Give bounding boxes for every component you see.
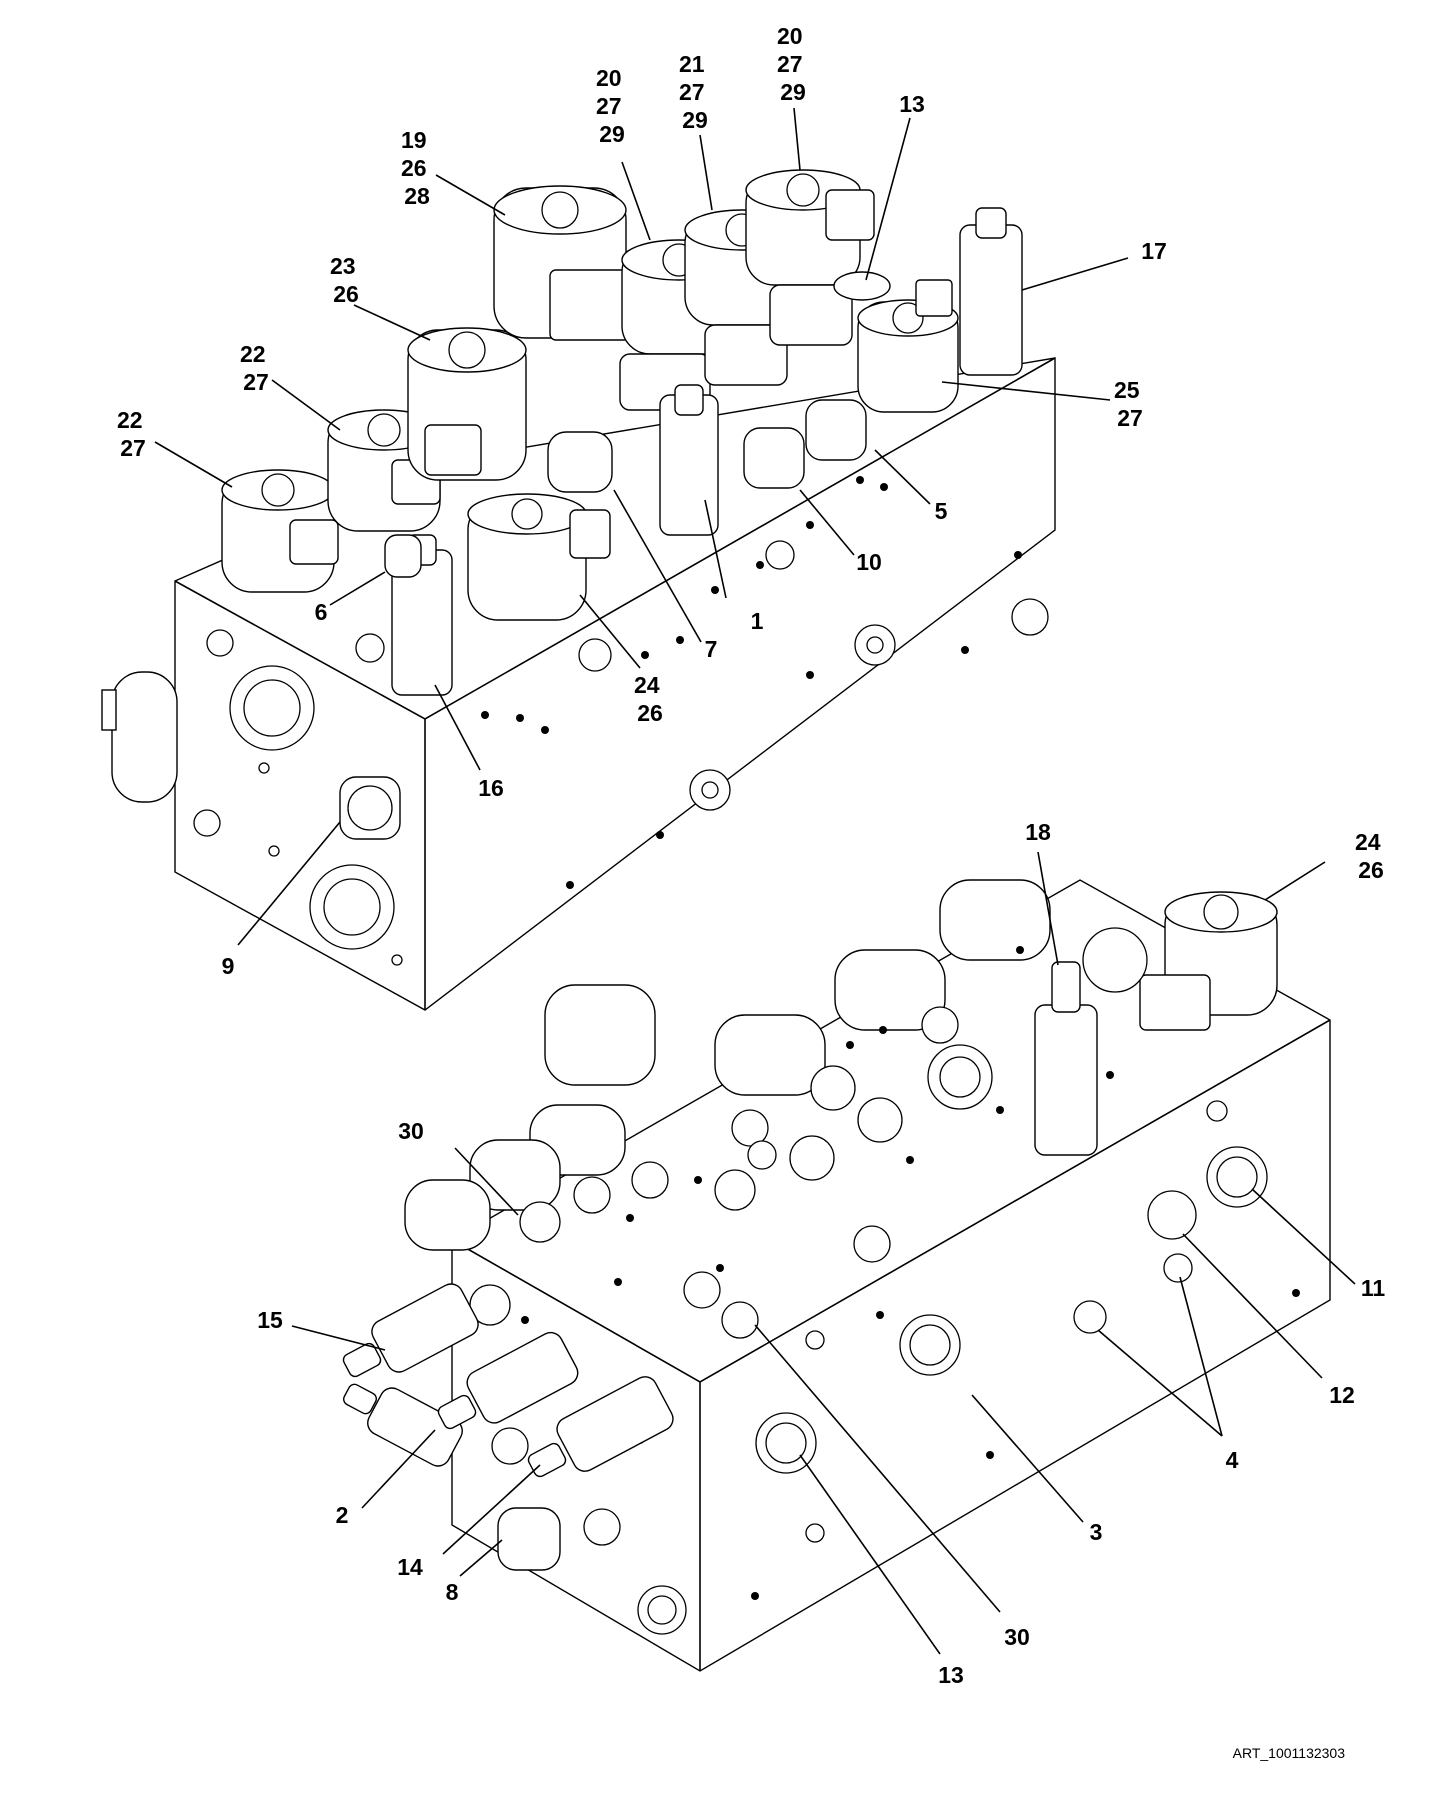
solenoid-coil-20-b [745, 169, 875, 346]
art-reference-id: ART_1001132303 [1233, 1745, 1346, 1761]
solenoid-coil-24-upper [467, 493, 611, 621]
callout-5: 5 [935, 498, 948, 524]
callout-20-27-29-a: 20 27 29 [596, 65, 628, 147]
cartridge-2 [343, 1383, 463, 1467]
cartridge-18 [1034, 961, 1098, 1156]
callout-8: 8 [446, 1579, 459, 1605]
callout-11: 11 [1361, 1275, 1386, 1301]
callout-19-26-28: 19 26 28 [401, 127, 433, 209]
callout-13-lower: 13 [938, 1662, 964, 1688]
callout-21-27-29: 21 27 29 [679, 51, 711, 133]
cartridge-14 [527, 1376, 674, 1478]
callout-9: 9 [222, 953, 235, 979]
cartridge-15 [342, 1283, 479, 1378]
leader-lines [154, 107, 1356, 1655]
cartridge-lower-mid [437, 1331, 579, 1430]
callout-17: 17 [1141, 238, 1167, 264]
solenoid-coil-24-lower [1139, 891, 1278, 1031]
upper-manifold-assembly [101, 169, 1056, 1011]
callout-22-27-a: 22 27 [117, 407, 149, 461]
callout-24-26-lower: 24 26 [1355, 829, 1387, 883]
callout-25-27: 25 27 [1114, 377, 1146, 431]
callout-20-27-29-b: 20 27 29 [777, 23, 809, 105]
callout-13-upper: 13 [899, 91, 925, 117]
callout-6: 6 [315, 599, 328, 625]
solenoid-coil-25 [857, 279, 959, 413]
callout-16: 16 [478, 775, 504, 801]
lower-manifold-assembly [342, 879, 1331, 1672]
callout-12: 12 [1329, 1382, 1355, 1408]
callout-2: 2 [336, 1502, 349, 1528]
callout-15: 15 [257, 1307, 283, 1333]
solenoid-coil-19 [493, 185, 631, 341]
solenoid-coil-22-left [221, 469, 339, 593]
callout-18: 18 [1025, 819, 1051, 845]
callout-22-27-b: 22 27 [240, 341, 272, 395]
callout-30-lower: 30 [1004, 1624, 1030, 1650]
callout-10: 10 [856, 549, 882, 575]
solenoid-coil-23 [407, 327, 527, 481]
callout-24-26-upper: 24 26 [634, 672, 666, 726]
cartridge-1 [659, 384, 719, 536]
callout-4: 4 [1226, 1447, 1239, 1473]
callout-labels: 1 2 3 4 5 6 7 8 9 10 11 12 13 13 14 15 1… [117, 23, 1387, 1688]
cartridge-17 [959, 207, 1023, 376]
callout-3: 3 [1090, 1519, 1103, 1545]
callout-14: 14 [397, 1554, 423, 1580]
callout-30-upper: 30 [398, 1118, 424, 1144]
callout-7: 7 [705, 636, 718, 662]
callout-1: 1 [751, 608, 764, 634]
callout-23-26: 23 26 [330, 253, 362, 307]
